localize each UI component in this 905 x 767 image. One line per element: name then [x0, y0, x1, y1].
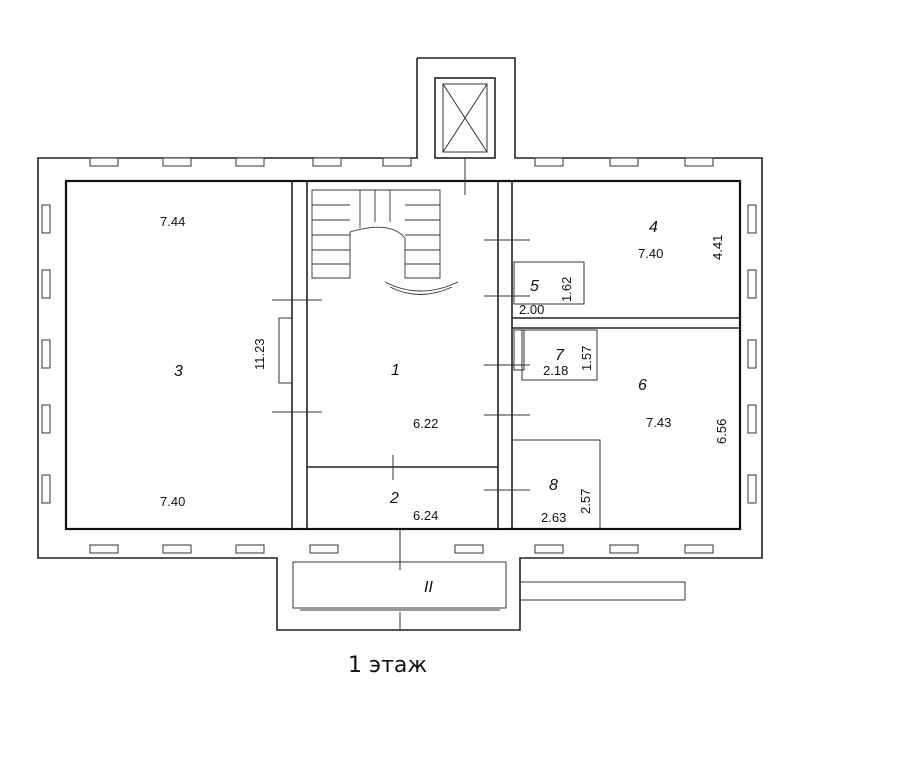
dimension-labels: 6.22 6.24 7.44 11.23 7.40 7.40 4.41 1.62…: [160, 214, 729, 525]
door-marks: [272, 239, 686, 630]
room-numbers: 1 2 3 4 5 6 7 8 II: [174, 219, 658, 596]
outer-walls: [37, 57, 763, 631]
dim-3-a: 7.44: [160, 214, 185, 229]
dim-4-a: 7.40: [638, 246, 663, 261]
dim-5-a: 1.62: [559, 277, 574, 302]
dim-5-b: 2.00: [519, 302, 544, 317]
dim-8-a: 2.57: [578, 489, 593, 514]
dim-7-b: 2.18: [543, 363, 568, 378]
dim-4-b: 4.41: [710, 235, 725, 260]
room-number-6: 6: [638, 377, 647, 394]
room-number-1: 1: [391, 362, 400, 379]
room-number-4: 4: [649, 219, 658, 236]
room-number-5: 5: [530, 278, 539, 295]
dim-6-a: 7.43: [646, 415, 671, 430]
interior-walls: [278, 181, 740, 529]
room-number-8: 8: [549, 477, 558, 494]
floor-caption: 1 этаж: [348, 653, 427, 678]
dim-7-a: 1.57: [579, 346, 594, 371]
room-number-3: 3: [174, 363, 183, 380]
dim-2-a: 6.24: [413, 508, 438, 523]
room-number-2: 2: [389, 490, 399, 507]
dim-8-b: 2.63: [541, 510, 566, 525]
dim-3-c: 7.40: [160, 494, 185, 509]
staircase: [311, 189, 459, 295]
dim-1-a: 6.22: [413, 416, 438, 431]
room-number-7: 7: [555, 347, 565, 364]
windows: [41, 157, 757, 554]
dim-3-b: 11.23: [252, 338, 267, 370]
room-number-II: II: [424, 579, 433, 596]
dim-6-b: 6.56: [714, 419, 729, 444]
